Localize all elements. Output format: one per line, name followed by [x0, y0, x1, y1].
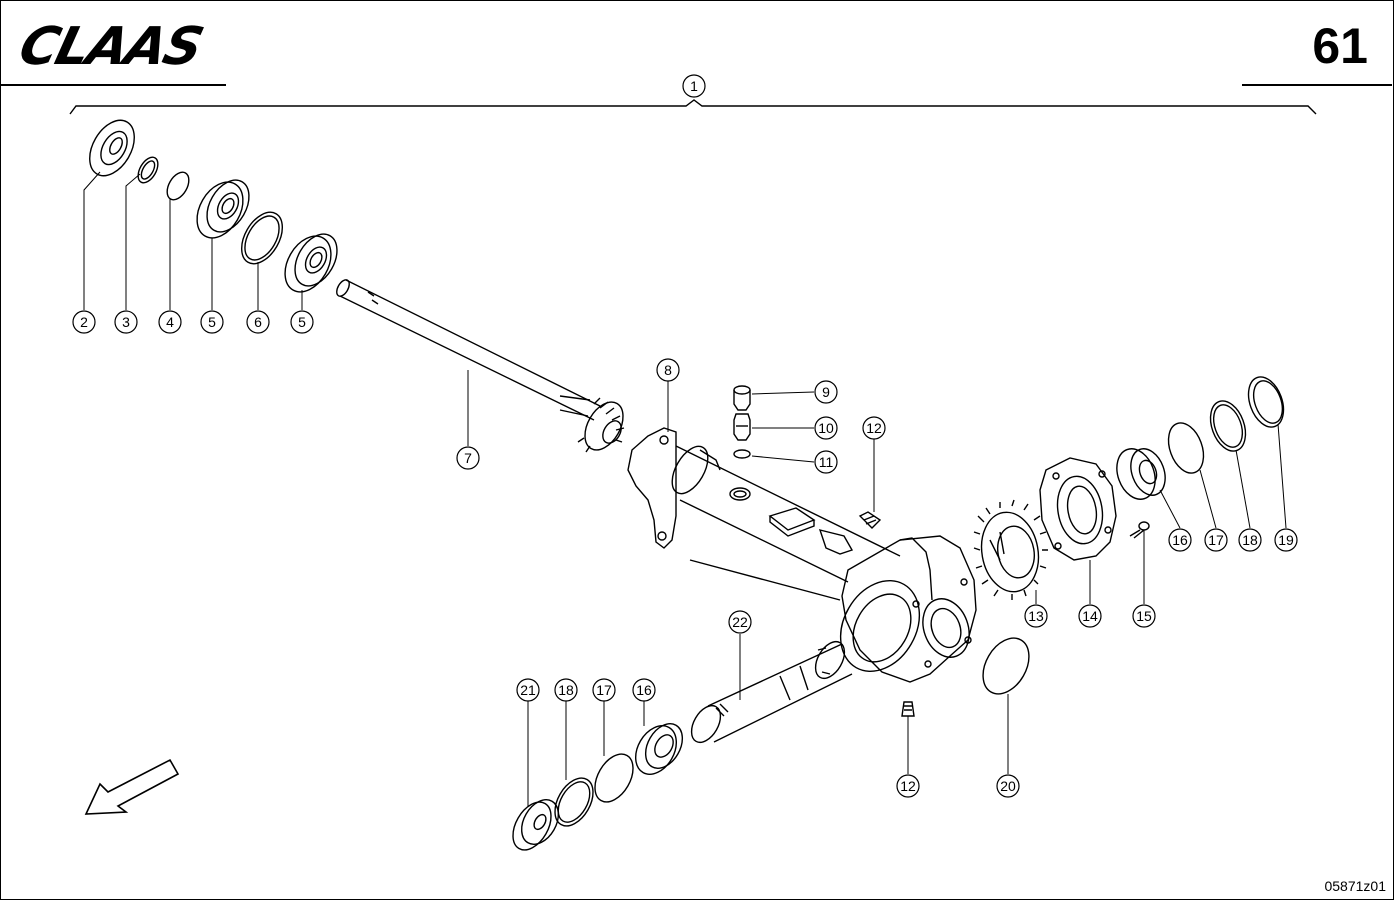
claas-logo: CLAAS	[14, 18, 208, 72]
leader-lines	[83, 171, 1287, 806]
callout-9: 9	[814, 380, 838, 404]
callout-20: 20	[996, 774, 1020, 798]
part-ring-17a	[1167, 422, 1205, 474]
callout-label: 21	[520, 682, 536, 698]
callout-label: 18	[558, 682, 574, 698]
part-seal-21	[512, 799, 560, 851]
callout-label: 10	[818, 420, 834, 436]
part-circlip-18b	[554, 777, 594, 827]
part-oring-4	[166, 171, 190, 201]
part-sleeve-19	[1247, 376, 1285, 428]
callout-4: 4	[158, 310, 182, 334]
part-ring-6	[240, 211, 284, 265]
callout-label: 4	[166, 314, 174, 330]
callout-1: 1	[682, 74, 706, 98]
part-bevel-gear-13	[973, 499, 1048, 600]
callout-17b: 17	[592, 678, 616, 702]
part-bearing-16b	[635, 723, 684, 775]
direction-arrow-icon	[84, 758, 180, 815]
part-seal-2	[89, 119, 135, 177]
callout-10: 10	[814, 416, 838, 440]
callout-2: 2	[72, 310, 96, 334]
page-number: 61	[1312, 18, 1368, 74]
callout-label: 3	[122, 314, 130, 330]
part-housing-tube	[627, 427, 901, 601]
callout-label: 16	[636, 682, 652, 698]
part-screw-12b	[901, 701, 915, 717]
svg-text:CLAAS: CLAAS	[14, 18, 208, 72]
callout-label: 9	[822, 384, 830, 400]
callout-label: 18	[1242, 532, 1258, 548]
callout-12b: 12	[896, 774, 920, 798]
part-shaft-7	[336, 279, 625, 453]
callout-12a: 12	[862, 416, 886, 440]
part-cap-9	[733, 385, 751, 411]
callout-8: 8	[656, 358, 680, 382]
callout-label: 2	[80, 314, 88, 330]
callout-6: 6	[246, 310, 270, 334]
callout-15: 15	[1132, 604, 1156, 628]
part-adapter-10	[733, 413, 751, 441]
part-bearing-16a	[1116, 448, 1166, 500]
callout-label: 16	[1172, 532, 1188, 548]
part-ring-17b	[594, 753, 634, 803]
callout-label: 17	[1208, 532, 1224, 548]
callout-label: 1	[690, 78, 698, 94]
callout-label: 12	[866, 420, 882, 436]
part-gearbox-housing	[839, 535, 977, 683]
part-circlip-18a	[1209, 400, 1247, 452]
callout-17a: 17	[1204, 528, 1228, 552]
callout-19: 19	[1274, 528, 1298, 552]
callout-label: 8	[664, 362, 672, 378]
callout-label: 5	[208, 314, 216, 330]
part-bearing-5a	[196, 179, 250, 239]
callout-11: 11	[814, 450, 838, 474]
header-rule-left	[0, 84, 226, 86]
callout-18b: 18	[554, 678, 578, 702]
part-washer-11	[733, 449, 751, 459]
part-flange-cover-14	[1039, 457, 1117, 561]
callout-label: 14	[1082, 608, 1098, 624]
drawing-code: 05871z01	[1324, 878, 1386, 894]
callout-label: 13	[1028, 608, 1044, 624]
callout-label: 6	[254, 314, 262, 330]
callout-label: 11	[819, 454, 834, 470]
callout-18a: 18	[1238, 528, 1262, 552]
callout-13: 13	[1024, 604, 1048, 628]
callout-21: 21	[516, 678, 540, 702]
callout-5b: 5	[290, 310, 314, 334]
assembly-bracket	[69, 99, 1317, 115]
callout-label: 15	[1136, 608, 1152, 624]
header-rule-right	[1242, 84, 1392, 86]
callout-16a: 16	[1168, 528, 1192, 552]
callout-label: 20	[1000, 778, 1016, 794]
part-cap-20	[982, 637, 1030, 695]
callout-3: 3	[114, 310, 138, 334]
callout-label: 12	[900, 778, 916, 794]
part-output-shaft-22	[690, 640, 853, 744]
callout-label: 7	[464, 450, 472, 466]
callout-label: 22	[732, 614, 748, 630]
part-bolt-15	[1129, 521, 1150, 539]
callout-label: 5	[298, 314, 306, 330]
callout-5a: 5	[200, 310, 224, 334]
callout-7: 7	[456, 446, 480, 470]
callout-22: 22	[728, 610, 752, 634]
part-ring-3	[137, 156, 159, 184]
callout-16b: 16	[632, 678, 656, 702]
callout-label: 17	[596, 682, 612, 698]
callouts: 1 2 3 4 5 6 5 7 8 9 10 11 12 16 17 18 19…	[72, 74, 1298, 798]
callout-label: 19	[1278, 532, 1294, 548]
part-screw-12a	[858, 511, 882, 529]
callout-14: 14	[1078, 604, 1102, 628]
part-bearing-5b	[284, 233, 338, 293]
